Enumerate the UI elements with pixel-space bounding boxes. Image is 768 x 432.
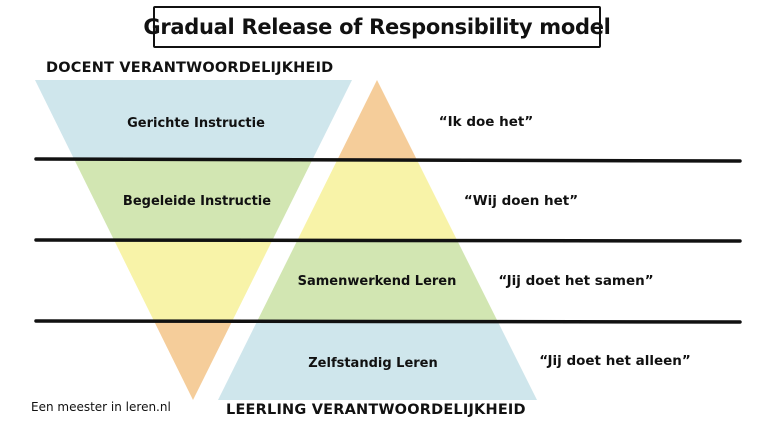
student-responsibility-label: LEERLING VERANTWOORDELIJKHEID bbox=[226, 402, 526, 418]
stage-label-begeleide-instructie: Begeleide Instructie bbox=[122, 194, 272, 209]
quote-jij-doet-het-samen: “Jij doet het samen” bbox=[498, 273, 654, 289]
stage-label-gerichte-instructie: Gerichte Instructie bbox=[127, 116, 265, 131]
teacher-band-1 bbox=[35, 80, 352, 160]
quote-jij-doet-het-alleen: “Jij doet het alleen” bbox=[539, 353, 691, 369]
student-band-4 bbox=[218, 320, 537, 400]
quote-wij-doen-het: “Wij doen het” bbox=[463, 193, 579, 209]
stage-label-zelfstandig-leren: Zelfstandig Leren bbox=[308, 356, 438, 371]
separator-line-3 bbox=[34, 319, 742, 324]
teacher-responsibility-label: DOCENT VERANTWOORDELIJKHEID bbox=[46, 60, 334, 76]
separator-line-2 bbox=[34, 238, 742, 243]
separator-line-1 bbox=[34, 157, 742, 163]
site-credit: Een meester in leren.nl bbox=[31, 400, 171, 414]
page-title: Gradual Release of Responsibility model bbox=[143, 15, 611, 39]
stage-label-samenwerkend-leren: Samenwerkend Leren bbox=[297, 274, 457, 289]
quote-ik-doe-het: “Ik doe het” bbox=[438, 114, 534, 130]
title-box: Gradual Release of Responsibility model bbox=[143, 6, 611, 48]
